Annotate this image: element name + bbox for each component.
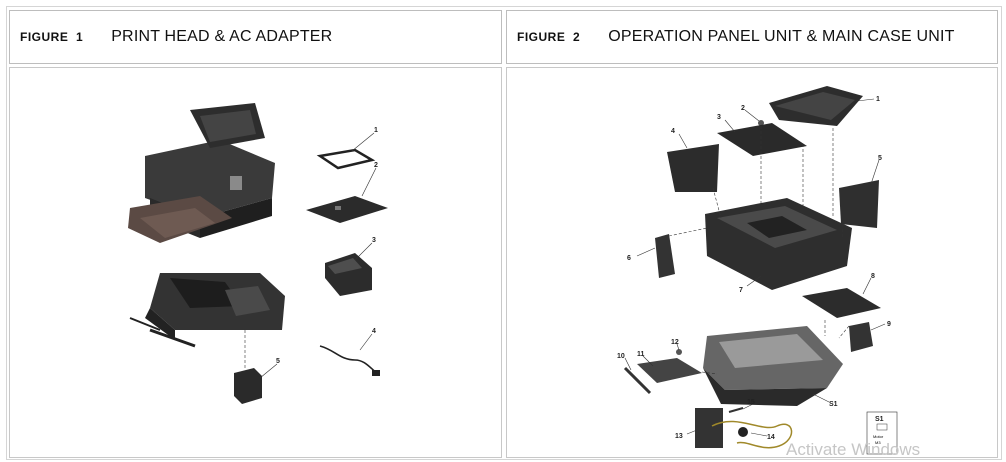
printer-front-image [128, 103, 275, 243]
part-10-rail [623, 366, 652, 395]
callout-3: 3 [717, 114, 721, 121]
printer-mechanism [703, 326, 843, 406]
part-8-base-plate [802, 288, 881, 318]
part-2-screw [758, 120, 764, 126]
figure-1-title: PRINT HEAD & AC ADAPTER [111, 28, 333, 45]
callout-13: 13 [675, 433, 683, 440]
callout-10: 10 [617, 353, 625, 360]
callout-6: 6 [627, 255, 631, 262]
part-4-power-cord [319, 345, 380, 376]
figure-1-header: FIGURE 1 PRINT HEAD & AC ADAPTER [9, 10, 502, 64]
callout-5: 5 [878, 155, 882, 162]
figure-2-title: OPERATION PANEL UNIT & MAIN CASE UNIT [608, 28, 955, 45]
figure-2-header: FIGURE 2 OPERATION PANEL UNIT & MAIN CAS… [506, 10, 998, 64]
part-4-left-cover [667, 144, 719, 192]
inset-line-m3: M3 [875, 440, 881, 445]
callout-2: 2 [374, 162, 378, 169]
callout-3: 3 [372, 237, 376, 244]
part-3-panel-cover [717, 123, 807, 156]
part-1-top-cover [769, 86, 863, 126]
callout-9: 9 [887, 321, 891, 328]
part-15-pin [728, 407, 744, 413]
callout-s1: S1 [829, 401, 838, 408]
part-11-guide [637, 358, 702, 383]
callout-1: 1 [374, 127, 378, 134]
part-7-main-case [705, 198, 852, 290]
s1-inset: S1 Motor M3 [866, 411, 898, 455]
part-14-cable [711, 420, 793, 449]
activate-windows-watermark: Activate Windows [786, 440, 921, 459]
callout-5: 5 [276, 358, 280, 365]
part-5-ac-adapter [234, 330, 262, 404]
figure-1-exploded-diagram: 1 2 3 4 5 [128, 103, 388, 404]
callout-11: 11 [637, 351, 645, 358]
figure-2-label: FIGURE 2 [517, 30, 581, 44]
part-9-bracket [849, 322, 873, 352]
callout-1: 1 [876, 96, 880, 103]
inset-line-motor: Motor [873, 434, 884, 439]
part-13-board [695, 408, 723, 448]
callout-4: 4 [671, 128, 675, 135]
figure-2-exploded-diagram: S1 Motor M3 1 2 3 4 [617, 86, 898, 455]
inset-label: S1 [875, 416, 884, 423]
callout-7: 7 [739, 287, 743, 294]
figure-2-panel: S1 Motor M3 1 2 3 4 [506, 67, 998, 458]
part-12-clip [676, 349, 682, 355]
callout-15: 15 [747, 399, 755, 406]
callout-4: 4 [372, 328, 376, 335]
figure-1-label: FIGURE 1 [20, 30, 84, 44]
part-3-print-head [325, 253, 372, 296]
callout-8: 8 [871, 273, 875, 280]
printer-rear-image [129, 273, 285, 348]
part-2-print-head-plate [306, 196, 388, 223]
part-1-print-head-gasket [316, 148, 376, 170]
callout-2: 2 [741, 105, 745, 112]
callout-12: 12 [671, 339, 679, 346]
table-outline [6, 6, 1002, 460]
figure-1-panel: 1 2 3 4 5 [9, 67, 502, 458]
part-5-right-cover [839, 180, 879, 228]
callout-14: 14 [767, 434, 775, 441]
part-6-side-panel [655, 234, 675, 278]
